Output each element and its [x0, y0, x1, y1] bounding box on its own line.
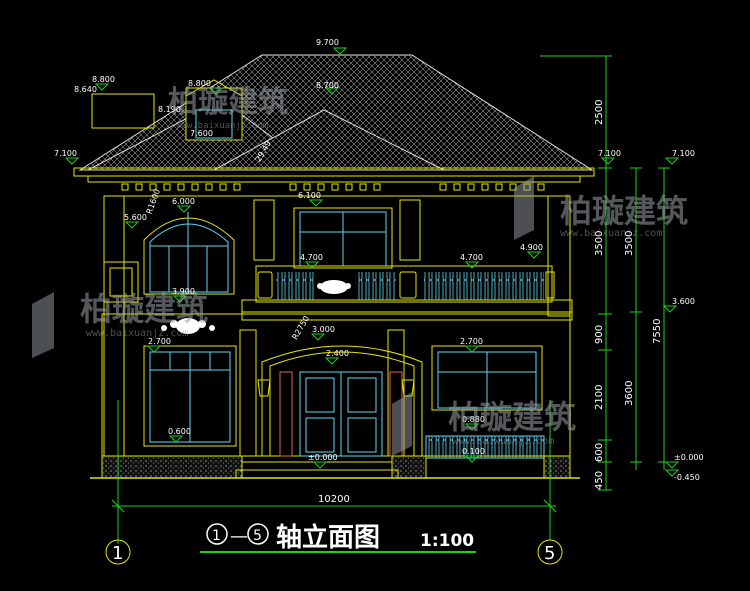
roof — [78, 54, 594, 171]
level-balcony-far: 4.900 — [520, 243, 543, 252]
level-dormer-mid: 8.190 — [158, 105, 181, 114]
watermark-top-brand: 柏璇建筑 — [168, 85, 288, 120]
facade-walls — [101, 195, 573, 457]
level-balcony-right: 4.700 — [460, 253, 483, 262]
level-sill-left: 0.600 — [168, 427, 191, 436]
title-dash: — — [230, 526, 248, 547]
slope-c: R1600 — [145, 188, 162, 215]
dim-seg3: 900 — [594, 325, 605, 344]
level-eave-right: 7.100 — [598, 149, 621, 158]
title-axis-start: 1 — [212, 528, 221, 544]
dim-col3: 7550 — [652, 319, 663, 344]
level-lower-window-right: 2.700 — [460, 337, 483, 346]
slope-a: R2750 — [290, 314, 311, 341]
watermark-top-url: www.baixuanjz.com — [176, 121, 268, 131]
level-upper-left-sill: 5.600 — [124, 213, 147, 222]
dim-seg4: 2100 — [594, 385, 605, 410]
level-sill-right: 0.880 — [462, 415, 485, 424]
level-lower-window-left: 2.700 — [148, 337, 171, 346]
dimension-lines — [111, 55, 670, 544]
dimension-labels: 2500 3500 900 2100 600 450 3500 3600 755… — [318, 100, 663, 505]
watermark-right: 柏璇建筑 www.baixuanjz.com — [514, 176, 688, 240]
level-ridge: 9.700 — [316, 38, 339, 47]
watermark-right-url: www.baixuanjz.com — [560, 228, 662, 239]
ornament-left — [161, 318, 215, 334]
lower-window-right — [425, 345, 545, 459]
level-eave-left: 7.100 — [54, 149, 77, 158]
dim-seg2: 3500 — [594, 231, 605, 256]
level-ground-right: ±0.000 — [674, 453, 704, 462]
wall-lamps — [257, 379, 415, 397]
level-floor-right: 3.600 — [672, 297, 695, 306]
watermark-logo-icon — [514, 176, 534, 240]
level-balcony-left: 4.700 — [300, 253, 323, 262]
dim-total-width: 10200 — [318, 494, 350, 505]
axis-bubbles — [105, 539, 563, 565]
title-text: 轴立面图 — [276, 522, 380, 553]
upper-window-left — [143, 212, 235, 295]
level-left-small: 8.640 — [74, 85, 97, 94]
watermark-left: 柏璇建筑 www.baixuanjz.com — [32, 290, 208, 358]
title-axis-end: 5 — [253, 528, 262, 544]
dim-seg6: 450 — [594, 471, 605, 490]
dim-col2-a: 3500 — [624, 231, 635, 256]
watermark-logo-icon — [392, 392, 412, 456]
watermark-left-brand: 柏璇建筑 — [80, 290, 208, 328]
watermark-logo-icon — [32, 292, 54, 358]
level-arch-top: 3.000 — [312, 325, 335, 334]
level-outdoor: -0.450 — [674, 473, 700, 482]
cornice — [73, 167, 595, 191]
level-floor: 3.900 — [172, 287, 195, 296]
axis-label-start: 1 — [112, 543, 123, 564]
ornament-balcony — [317, 280, 351, 294]
level-right-dormer: 8.700 — [316, 81, 339, 90]
level-center-dormer: 8.800 — [188, 79, 211, 88]
watermark-right-brand: 柏璇建筑 — [560, 192, 688, 230]
level-door-head: 2.400 — [326, 349, 349, 358]
level-left-dormer: 8.800 — [92, 75, 115, 84]
watermark-top: 柏璇建筑 www.baixuanjz.com — [168, 85, 288, 131]
plinth — [90, 455, 580, 479]
dim-seg5: 600 — [594, 443, 605, 462]
level-plinth: 0.100 — [462, 447, 485, 456]
lower-window-left — [143, 345, 237, 447]
watermark-bottom-url: www.baixuanjz.com — [452, 436, 554, 447]
dim-col2-b: 3600 — [624, 381, 635, 406]
drawing-title: 1 — 5 轴立面图 1:100 — [200, 522, 476, 553]
axis-label-end: 5 — [544, 543, 555, 564]
level-eave-far-right: 7.100 — [672, 149, 695, 158]
balcony — [255, 265, 555, 303]
level-upper-center-window: 6.100 — [298, 191, 321, 200]
watermark-bottom-brand: 柏璇建筑 — [448, 398, 576, 436]
watermark-left-url: www.baixuanjz.com — [86, 328, 188, 339]
level-upper-window-head: 6.000 — [172, 197, 195, 206]
title-scale: 1:100 — [420, 531, 474, 551]
level-dormer-window: 7.600 — [190, 129, 213, 138]
level-ground: ±0.000 — [308, 453, 338, 462]
watermarks: 柏璇建筑 www.baixuanjz.com 柏璇建筑 www.baixuanj… — [32, 85, 688, 456]
dim-seg1: 2500 — [594, 100, 605, 125]
watermark-bottom: 柏璇建筑 www.baixuanjz.com — [392, 392, 576, 456]
level-markers — [64, 47, 680, 477]
